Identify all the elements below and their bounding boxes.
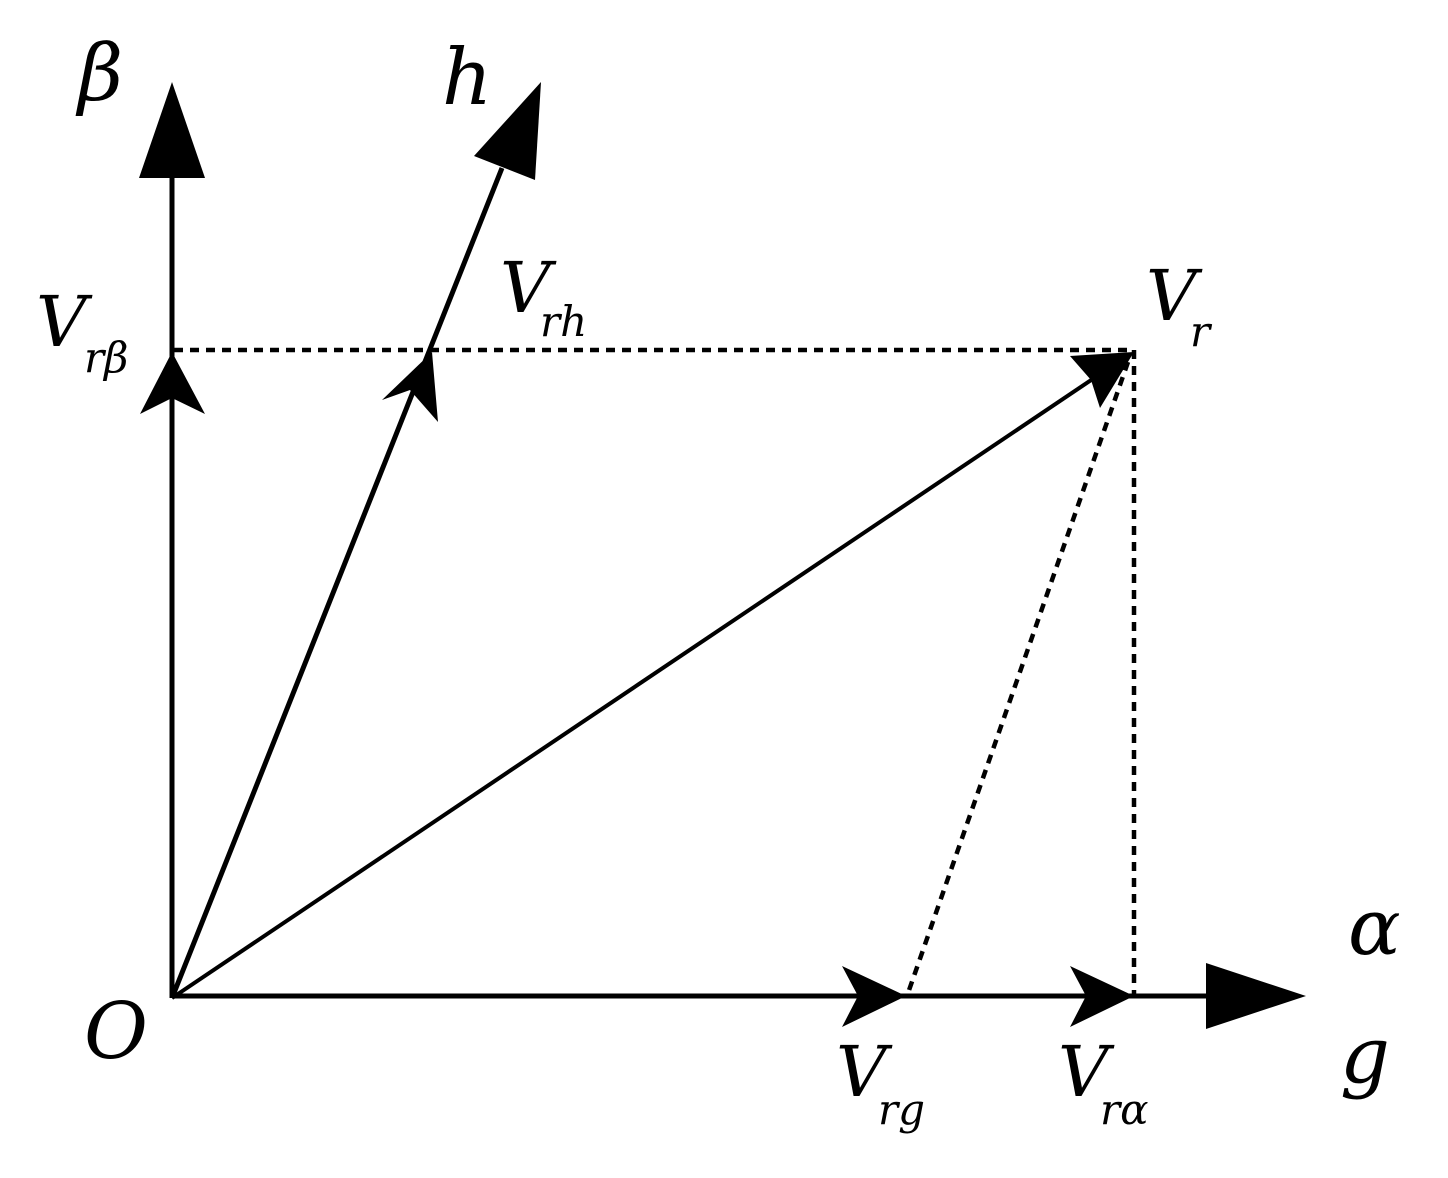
svg-text:V: V [1146,255,1203,337]
svg-text:rβ: rβ [84,333,128,382]
v-rh-arrowhead [382,352,438,422]
svg-text:rα: rα [1100,1085,1148,1134]
beta-axis-label: β [75,29,123,119]
v-r-beta-arrowhead [140,352,205,414]
svg-text:r: r [1190,307,1213,356]
alpha-axis-arrowhead [1206,963,1306,1029]
v-rg-label: V rg [836,1031,925,1134]
svg-text:V: V [1058,1031,1115,1113]
alpha-axis-label: α [1348,883,1401,973]
v-rg-arrowhead [842,966,906,1027]
g-axis-label: g [1340,1011,1390,1101]
h-axis-label: h [442,33,492,123]
v-r-arrowhead [1070,352,1134,408]
origin-label: O [84,987,148,1077]
h-axis-line [169,167,505,999]
svg-text:rg: rg [878,1085,925,1134]
beta-axis-arrowhead [139,82,205,178]
v-rh-label: V rh [500,247,587,346]
v-r-beta-label: V rβ [36,281,128,382]
svg-text:V: V [836,1031,893,1113]
svg-text:rh: rh [540,297,587,346]
projection-line-to-g [904,361,1131,997]
h-axis-arrowhead [474,82,541,180]
svg-text:V: V [500,247,557,329]
v-r-label: V r [1146,255,1213,356]
svg-text:V: V [36,281,93,363]
v-r-alpha-label: V rα [1058,1031,1148,1134]
v-r-vector-line [170,364,1114,1000]
v-r-alpha-arrowhead [1070,966,1134,1027]
